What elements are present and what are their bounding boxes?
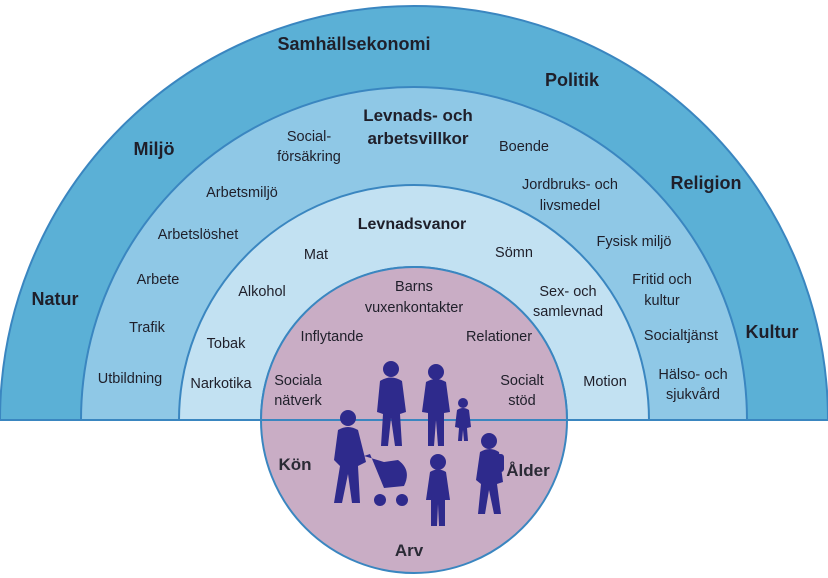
label-stod: stöd xyxy=(508,393,535,409)
label-religion: Religion xyxy=(671,173,742,193)
living-working-labels: Levnads- och arbetsvillkor Social- försä… xyxy=(98,106,728,403)
label-samhallsekonomi: Samhällsekonomi xyxy=(277,34,430,54)
person-woman-icon xyxy=(422,364,450,446)
label-arbetsmiljo: Arbetsmiljö xyxy=(206,185,278,201)
label-socialtjanst: Socialtjänst xyxy=(644,328,718,344)
label-sociala: Sociala xyxy=(274,373,322,389)
label-trafik: Trafik xyxy=(129,320,165,336)
label-relationer: Relationer xyxy=(466,329,532,345)
society-labels: Samhällsekonomi Politik Miljö Religion N… xyxy=(31,34,798,342)
label-sjukvard: sjukvård xyxy=(666,387,720,403)
label-barns: Barns xyxy=(395,279,433,295)
label-alder: Ålder xyxy=(506,461,550,480)
person-boy-backpack-icon xyxy=(476,433,504,514)
label-politik: Politik xyxy=(545,70,600,90)
person-man-icon xyxy=(377,361,406,446)
label-arbete: Arbete xyxy=(137,272,180,288)
label-narkotika: Narkotika xyxy=(190,376,252,392)
label-social: Social- xyxy=(287,129,331,145)
label-utbildning: Utbildning xyxy=(98,371,163,387)
label-somn: Sömn xyxy=(495,245,533,261)
label-arbetsloshet: Arbetslöshet xyxy=(158,227,239,243)
label-sex-och: Sex- och xyxy=(539,284,596,300)
label-inflytande: Inflytande xyxy=(301,329,364,345)
label-samlevnad: samlevnad xyxy=(533,304,603,320)
label-halso-och: Hälso- och xyxy=(658,367,727,383)
title-levnadsvanor: Levnadsvanor xyxy=(358,216,466,233)
person-child-icon xyxy=(455,398,471,441)
label-socialt: Socialt xyxy=(500,373,544,389)
label-kultur-leisure: kultur xyxy=(644,293,680,309)
label-motion: Motion xyxy=(583,374,627,390)
label-boende: Boende xyxy=(499,139,549,155)
label-forsakring: försäkring xyxy=(277,149,341,165)
label-kultur: Kultur xyxy=(746,322,799,342)
label-mat: Mat xyxy=(304,247,328,263)
label-miljo: Miljö xyxy=(134,139,175,159)
label-livsmedel: livsmedel xyxy=(540,198,600,214)
label-jordbruks-och: Jordbruks- och xyxy=(522,177,618,193)
label-vuxenkontakter: vuxenkontakter xyxy=(365,300,464,316)
label-fritid-och: Fritid och xyxy=(632,272,692,288)
title-arbetsvillkor: arbetsvillkor xyxy=(367,129,468,148)
people-silhouettes xyxy=(334,361,504,526)
label-tobak: Tobak xyxy=(207,336,246,352)
label-natur: Natur xyxy=(31,289,78,309)
social-labels: Barns vuxenkontakter Inflytande Relation… xyxy=(274,279,544,409)
stroller-icon xyxy=(364,454,408,506)
label-alkohol: Alkohol xyxy=(238,284,286,300)
label-fysisk-miljo: Fysisk miljö xyxy=(597,234,672,250)
label-natverk: nätverk xyxy=(274,393,322,409)
title-levnads-och: Levnads- och xyxy=(363,106,473,125)
lifestyle-labels: Levnadsvanor Mat Sömn Alkohol Sex- och s… xyxy=(190,216,626,392)
label-kon: Kön xyxy=(278,455,311,474)
label-arv: Arv xyxy=(395,541,424,560)
person-with-stroller-icon xyxy=(334,410,366,503)
individual-labels: Kön Ålder Arv xyxy=(278,455,550,560)
person-girl-icon xyxy=(426,454,450,526)
